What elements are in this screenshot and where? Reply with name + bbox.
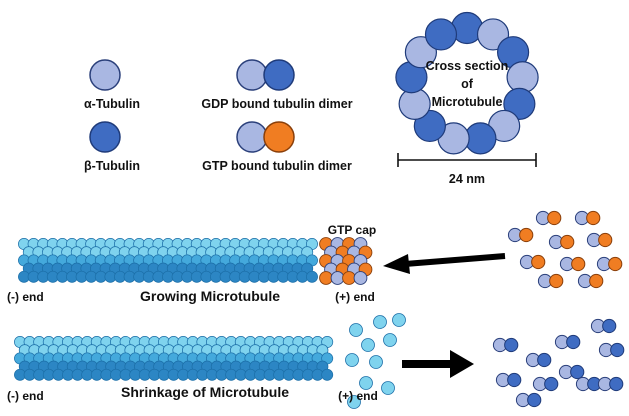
gdp-beta-subunit	[504, 337, 519, 353]
gdp-dimer	[492, 337, 519, 353]
growing-microtubule: GTP cap (-) end Growing Microtubule (+) …	[7, 210, 623, 304]
gdp-dimer-label: GDP bound tubulin dimer	[201, 97, 352, 111]
outgoing-arrow	[402, 350, 474, 378]
gdp-dimer	[597, 376, 624, 392]
gdp-beta-subunit	[507, 372, 522, 388]
gtp-dimer	[548, 234, 575, 250]
growing-microtubule-lattice	[18, 238, 318, 283]
gtp-dimer	[519, 254, 546, 270]
shrinking-plus-end-label: (+) end	[338, 389, 378, 403]
growing-minus-end-label: (-) end	[7, 290, 44, 304]
gtp-dimer	[596, 256, 623, 272]
released-subunit	[349, 323, 363, 337]
gdp-beta-subunit	[602, 318, 617, 334]
released-subunit	[369, 355, 383, 369]
gtp-cap	[319, 237, 373, 285]
released-subunit	[347, 395, 361, 409]
scale-bar	[397, 153, 537, 167]
gtp-dimer	[574, 210, 601, 226]
shrinking-microtubule: (-) end Shrinkage of Microtubule (+) end	[7, 313, 625, 409]
gtp-dimer	[535, 210, 562, 226]
cap-alpha-subunit	[353, 271, 368, 285]
gtp-beta-subunit	[589, 273, 604, 289]
released-subunits	[345, 313, 406, 409]
gtp-dimer	[559, 256, 586, 272]
gtp-dimer-label: GTP bound tubulin dimer	[202, 159, 352, 173]
gtp-beta-subunit	[608, 256, 623, 272]
gdp-dimer	[525, 352, 552, 368]
alpha-tubulin-label: α-Tubulin	[84, 97, 140, 111]
released-subunit	[392, 313, 406, 327]
gtp-dimer	[507, 227, 534, 243]
gdp-beta-subunit	[566, 334, 581, 350]
gtp-beta-subunit	[519, 227, 534, 243]
gdp-dimer	[558, 364, 585, 380]
gdp-dimer	[575, 376, 602, 392]
released-subunit	[361, 338, 375, 352]
gtp-cap-label: GTP cap	[328, 223, 376, 237]
gtp-dimer	[577, 273, 604, 289]
gtp-beta-subunit	[586, 210, 601, 226]
beta-tubulin-label: β-Tubulin	[84, 159, 140, 173]
free-gdp-dimers	[492, 318, 625, 408]
beta-tubulin-symbol	[89, 121, 121, 153]
gtp-beta-subunit	[571, 256, 586, 272]
released-subunit	[381, 381, 395, 395]
cross-section: Cross section of Microtubule 24 nm	[395, 11, 539, 186]
protofilament-subunit	[503, 87, 536, 120]
gdp-dimer	[515, 392, 542, 408]
shrinking-minus-end-label: (-) end	[7, 389, 44, 403]
gtp-dimer	[537, 273, 564, 289]
gtp-dimer	[586, 232, 613, 248]
gdp-beta-subunit	[544, 376, 559, 392]
protofilament-subunit	[413, 109, 446, 143]
released-subunit	[383, 333, 397, 347]
gtp-dimer-symbol	[236, 121, 295, 153]
gdp-beta-subunit	[610, 342, 625, 358]
cross-section-label-line3: Microtubule	[432, 95, 503, 109]
released-subunit	[373, 315, 387, 329]
released-subunit	[359, 376, 373, 390]
released-subunit	[345, 353, 359, 367]
gdp-dimer	[532, 376, 559, 392]
gdp-dimer	[495, 372, 522, 388]
gdp-beta-subunit	[609, 376, 624, 392]
cross-section-label-line2: of	[461, 77, 474, 91]
gdp-dimer	[598, 342, 625, 358]
gdp-dimer	[554, 334, 581, 350]
incoming-arrow	[383, 253, 506, 274]
gdp-beta-subunit	[537, 352, 552, 368]
alpha-tubulin-symbol	[89, 59, 121, 91]
cross-section-ring	[395, 11, 539, 155]
free-gtp-dimers	[507, 210, 623, 289]
cap-gtp-subunit	[319, 271, 333, 285]
gtp-beta-subunit	[531, 254, 546, 270]
shrinking-microtubule-lattice	[14, 336, 334, 381]
gtp-beta-subunit	[547, 210, 562, 226]
gtp-beta-subunit	[549, 273, 564, 289]
gtp-beta-subunit	[598, 232, 613, 248]
gdp-dimer	[590, 318, 617, 334]
cap-gtp-subunit	[342, 271, 356, 285]
growing-title: Growing Microtubule	[140, 288, 280, 304]
lattice-subunit	[306, 270, 318, 283]
legend: α-Tubulin β-Tubulin GDP bound tubulin di…	[84, 59, 353, 173]
lattice-subunit	[321, 368, 334, 381]
gdp-dimer-symbol	[236, 59, 295, 91]
gdp-beta-subunit	[527, 392, 542, 408]
cap-alpha-subunit	[330, 271, 345, 285]
protofilament-subunit	[424, 18, 458, 51]
scale-bar-label: 24 nm	[449, 172, 485, 186]
gdp-beta-subunit	[570, 364, 585, 380]
shrinking-title: Shrinkage of Microtubule	[121, 384, 289, 400]
growing-plus-end-label: (+) end	[335, 290, 375, 304]
cross-section-label-line1: Cross section	[426, 59, 509, 73]
gtp-beta-subunit	[560, 234, 575, 250]
